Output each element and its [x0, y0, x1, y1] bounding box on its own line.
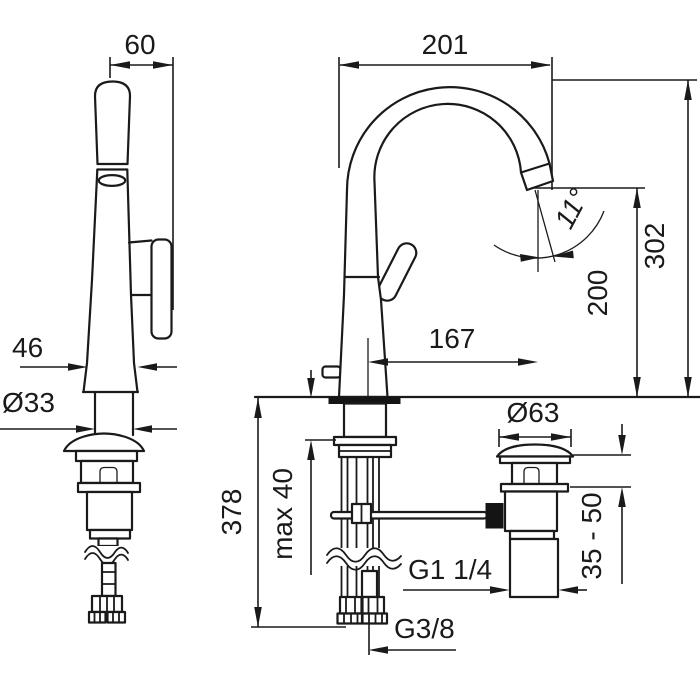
side-mount-bracket — [79, 459, 135, 485]
dim-under-deck-length: 378 — [216, 398, 346, 628]
side-spout-outline — [93, 80, 132, 166]
arrowhead — [307, 440, 315, 460]
side-escutcheon-dome — [62, 432, 146, 453]
break-wave — [326, 555, 402, 571]
dim-label-60: 60 — [124, 29, 155, 60]
side-handle-arm-top — [127, 239, 153, 244]
dim-label-302: 302 — [639, 223, 670, 270]
side-threaded-rod — [100, 561, 117, 598]
front-flange — [332, 435, 398, 447]
front-side-tab — [321, 365, 342, 379]
drain-assembly: Ø63 35 - 50 G1 1/4 — [368, 397, 631, 655]
dim-deck-max-thickness: max 40 — [267, 370, 336, 575]
arrowhead — [368, 646, 388, 654]
break-gap — [83, 546, 129, 564]
waste-rod-knob — [485, 503, 504, 529]
arrowhead — [76, 425, 95, 433]
dim-label-35-50: 35 - 50 — [576, 492, 607, 579]
side-mount-step — [88, 528, 132, 540]
side-supply-tube — [97, 537, 119, 548]
dim-spout-reach-overall: 201 — [338, 29, 553, 190]
waste-stem-slot — [523, 466, 540, 484]
front-hose-connector — [360, 569, 379, 599]
dim-shaft-diameter: Ø33 — [0, 387, 177, 433]
front-body-outline — [337, 86, 555, 399]
waste-body-lower — [508, 529, 556, 541]
arrowhead — [490, 586, 510, 594]
side-view: 60 46 Ø33 — [0, 29, 177, 624]
side-handle-lever — [150, 238, 173, 340]
dim-label-diam63: Ø63 — [507, 397, 560, 428]
dim-outlet-reach: 167 — [367, 323, 538, 396]
arrowhead — [520, 254, 540, 262]
dim-label-378: 378 — [216, 489, 247, 536]
arrowhead — [68, 363, 88, 371]
dim-label-200: 200 — [582, 270, 613, 317]
waste-cap-dome — [495, 443, 575, 458]
front-handle-lever — [376, 242, 418, 302]
side-body-left-edge — [82, 168, 99, 394]
arrowhead — [558, 586, 578, 594]
dim-body-depth: 46 — [12, 332, 177, 371]
arrowhead — [633, 377, 641, 397]
arrowhead — [339, 61, 359, 69]
arrowhead — [553, 250, 574, 259]
dim-waste-thread: G1 1/4 — [403, 554, 587, 594]
arrowhead — [307, 378, 315, 398]
side-mount-flange — [76, 481, 142, 494]
arrowhead — [684, 80, 692, 100]
front-hose-nut — [338, 595, 363, 615]
dim-waste-cap-diameter: Ø63 — [498, 397, 572, 447]
dim-label-201: 201 — [422, 29, 469, 60]
front-view: 201 11° 167 — [216, 29, 700, 628]
arrowhead — [368, 358, 388, 366]
arrowhead — [551, 433, 571, 441]
arrowhead — [518, 358, 538, 366]
dim-outlet-angle: 11° — [493, 183, 605, 272]
arrowhead — [618, 487, 626, 507]
arrowhead — [153, 61, 173, 69]
dim-waste-clamp-range: 35 - 50 — [570, 424, 631, 584]
front-shaft — [342, 402, 388, 439]
front-nozzle-joint — [519, 162, 551, 174]
side-body-right-edge — [126, 168, 139, 394]
front-hose-nut — [361, 595, 386, 615]
arrowhead — [133, 425, 152, 433]
waste-stem — [510, 461, 559, 486]
arrowhead — [618, 435, 626, 455]
dim-label-g38: G3/8 — [394, 613, 455, 644]
dim-spout-height: 302 — [552, 79, 697, 397]
side-bracket-slot — [99, 466, 118, 483]
arrowhead — [110, 61, 130, 69]
waste-flange — [499, 482, 570, 493]
arrowhead — [684, 377, 692, 397]
break-wave — [326, 547, 402, 563]
angle-arc — [493, 210, 605, 259]
dim-label-g114: G1 1/4 — [408, 554, 492, 585]
side-outlet-face — [97, 174, 127, 188]
dim-label-167: 167 — [429, 323, 476, 354]
arrowhead — [254, 607, 262, 627]
side-hose-cap — [87, 610, 107, 624]
arrowhead — [499, 433, 519, 441]
waste-body — [503, 490, 559, 533]
dim-label-11deg: 11° — [548, 183, 594, 233]
dim-outlet-height: 200 — [531, 187, 645, 397]
dim-spout-top-width: 60 — [109, 29, 174, 310]
arrowhead — [254, 398, 262, 418]
dim-label-max40: max 40 — [267, 468, 298, 560]
side-hose-cap — [106, 610, 127, 624]
dim-label-diam33: Ø33 — [2, 387, 55, 418]
arrowhead — [633, 188, 641, 208]
break-wave — [84, 545, 129, 559]
dim-label-46: 46 — [12, 332, 43, 363]
arrowhead — [531, 61, 551, 69]
dim-supply-thread: G3/8 — [368, 613, 456, 655]
waste-tailpiece — [508, 537, 560, 599]
side-mount-nut — [85, 490, 134, 532]
side-escutcheon-rim — [74, 449, 139, 463]
arrowhead — [137, 363, 157, 371]
